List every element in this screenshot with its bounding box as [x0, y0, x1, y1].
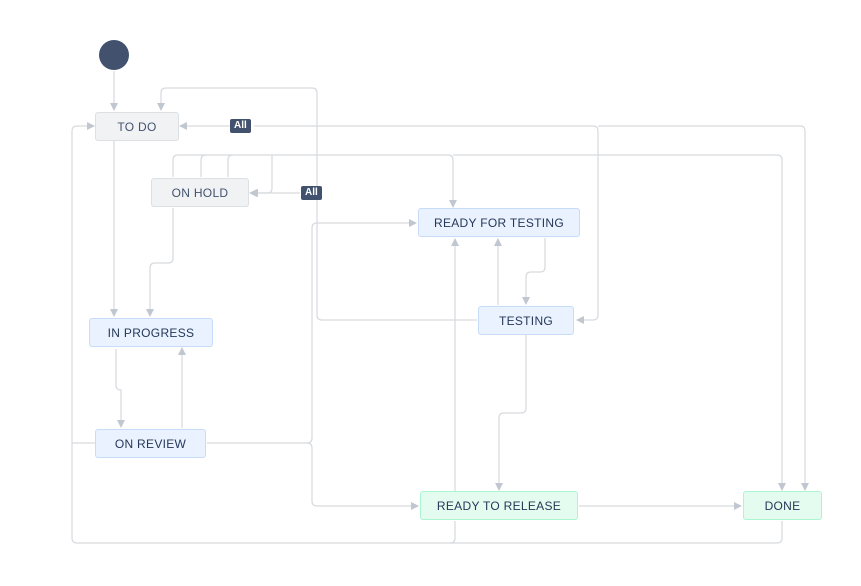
transition-onreview-readytorelease — [306, 442, 419, 510]
transition-onhold-loop-a — [200, 154, 207, 177]
status-on-hold[interactable]: ON HOLD — [151, 178, 249, 207]
transition-onhold-inprogress — [146, 208, 174, 317]
transition-onhold-readyfortesting — [172, 154, 457, 208]
transition-onreview-readyfortesting — [207, 219, 417, 444]
transition-readytorelease-todo — [449, 521, 456, 544]
transition-readyfortesting-testing — [522, 238, 546, 305]
status-on-review[interactable]: ON REVIEW — [95, 429, 206, 458]
transition-done-todo — [71, 122, 783, 544]
all-transition-badge-todo[interactable]: All — [230, 119, 251, 133]
status-todo[interactable]: TO DO — [95, 112, 179, 141]
status-ready-for-testing[interactable]: READY FOR TESTING — [418, 208, 580, 237]
status-ready-to-release[interactable]: READY TO RELEASE — [420, 491, 578, 520]
transition-testing-todo — [157, 87, 477, 321]
status-done[interactable]: DONE — [743, 491, 822, 520]
transition-onhold-loop-b — [227, 154, 234, 177]
transition-inprogress-onreview — [115, 349, 125, 428]
transition-todo-done — [598, 125, 809, 491]
status-testing[interactable]: TESTING — [478, 306, 574, 335]
all-transition-badge-on-hold[interactable]: All — [301, 186, 322, 200]
transition-onhold-done — [453, 154, 786, 491]
transition-onhold-in — [249, 155, 273, 197]
transition-testing-readytorelease — [495, 335, 527, 491]
status-in-progress[interactable]: IN PROGRESS — [89, 318, 213, 347]
start-node — [99, 40, 129, 70]
transition-todo-testing — [254, 125, 599, 324]
